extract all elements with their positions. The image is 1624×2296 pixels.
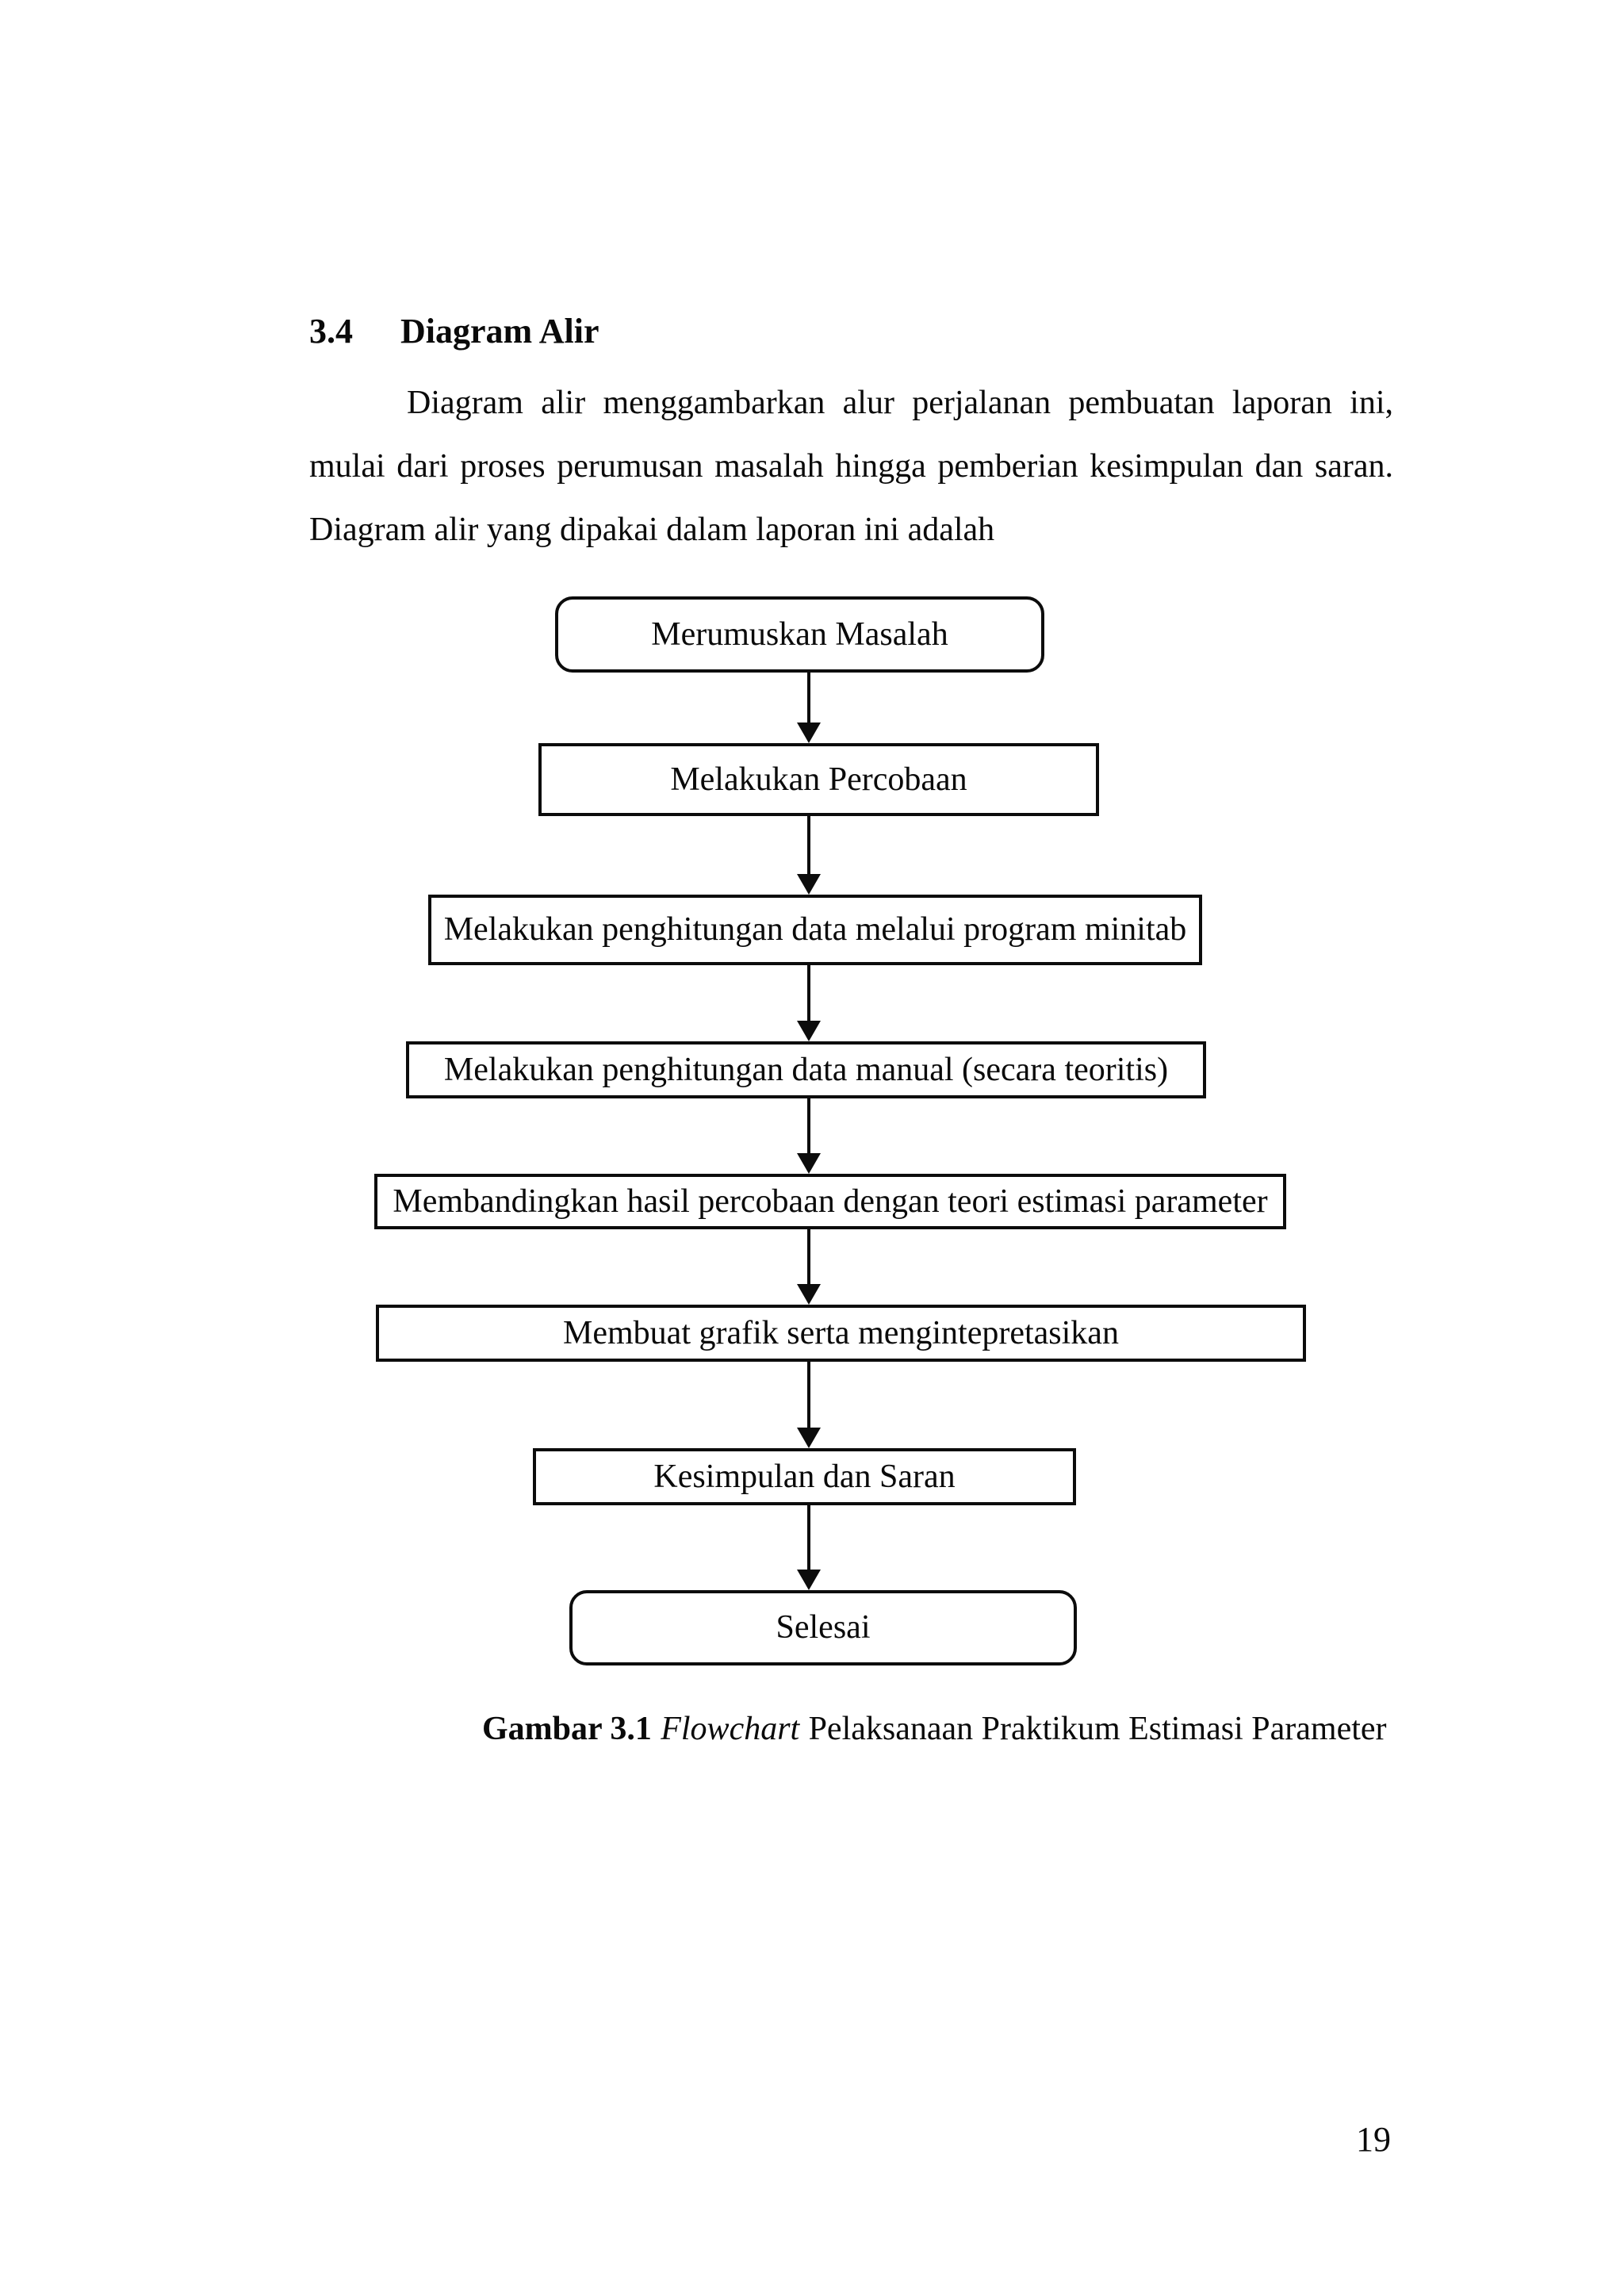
flow-node-label: Membandingkan hasil percobaan dengan teo… <box>393 1182 1268 1220</box>
body-paragraph: Diagram alir menggambarkan alur perjalan… <box>309 371 1393 562</box>
arrow-head-icon <box>797 723 821 743</box>
flow-node-kesimpulan-saran: Kesimpulan dan Saran <box>533 1448 1076 1505</box>
flow-node-membandingkan-hasil: Membandingkan hasil percobaan dengan teo… <box>374 1174 1286 1229</box>
arrow-head-icon <box>797 1570 821 1590</box>
flow-node-membuat-grafik: Membuat grafik serta mengintepretasikan <box>376 1305 1306 1362</box>
section-title: Diagram Alir <box>400 312 599 351</box>
arrow-head-icon <box>797 1153 821 1174</box>
arrow-shaft <box>807 1229 810 1286</box>
flow-arrow <box>797 1229 821 1305</box>
flow-node-label: Merumuskan Masalah <box>651 615 948 653</box>
paragraph-line: Diagram alir menggambarkan alur perjalan… <box>407 385 1393 421</box>
flow-arrow <box>797 673 821 743</box>
flow-node-label: Melakukan penghitungan data manual (seca… <box>443 1051 1169 1088</box>
flow-node-selesai: Selesai <box>569 1590 1077 1665</box>
arrow-shaft <box>807 965 810 1022</box>
arrow-head-icon <box>797 1428 821 1448</box>
arrow-head-icon <box>797 1284 821 1305</box>
page-number: 19 <box>1356 2120 1391 2159</box>
arrow-shaft <box>807 816 810 876</box>
flow-arrow <box>797 1505 821 1590</box>
arrow-shaft <box>807 1362 810 1429</box>
flow-node-penghitungan-manual: Melakukan penghitungan data manual (seca… <box>406 1041 1206 1098</box>
arrow-shaft <box>807 1098 810 1155</box>
paragraph-line: Diagram alir yang dipakai dalam laporan … <box>309 512 995 548</box>
arrow-shaft <box>807 1505 810 1571</box>
flow-node-merumuskan-masalah: Merumuskan Masalah <box>555 596 1044 673</box>
paragraph-line: mulai dari proses perumusan masalah hing… <box>309 448 1393 485</box>
arrow-head-icon <box>797 874 821 895</box>
flow-node-melakukan-percobaan: Melakukan Percobaan <box>538 743 1099 816</box>
flow-arrow <box>797 965 821 1041</box>
section-number: 3.4 <box>309 312 353 351</box>
flow-arrow <box>797 1098 821 1174</box>
arrow-head-icon <box>797 1021 821 1041</box>
flow-node-penghitungan-minitab: Melakukan penghitungan data melalui prog… <box>428 895 1202 965</box>
caption-figure-label: Gambar 3.1 <box>482 1711 652 1747</box>
flow-node-label: Membuat grafik serta mengintepretasikan <box>563 1314 1119 1351</box>
arrow-shaft <box>807 673 810 724</box>
flow-arrow <box>797 816 821 895</box>
flow-node-label: Melakukan penghitungan data melalui prog… <box>443 911 1187 949</box>
caption-italic-word: Flowchart <box>661 1711 800 1747</box>
section-heading: 3.4 Diagram Alir <box>309 313 599 350</box>
flow-node-label: Kesimpulan dan Saran <box>653 1458 956 1495</box>
flow-node-label: Selesai <box>776 1609 871 1646</box>
flow-node-label: Melakukan Percobaan <box>670 761 967 798</box>
caption-text: Pelaksanaan Praktikum Estimasi Parameter <box>808 1711 1387 1747</box>
flow-arrow <box>797 1362 821 1448</box>
